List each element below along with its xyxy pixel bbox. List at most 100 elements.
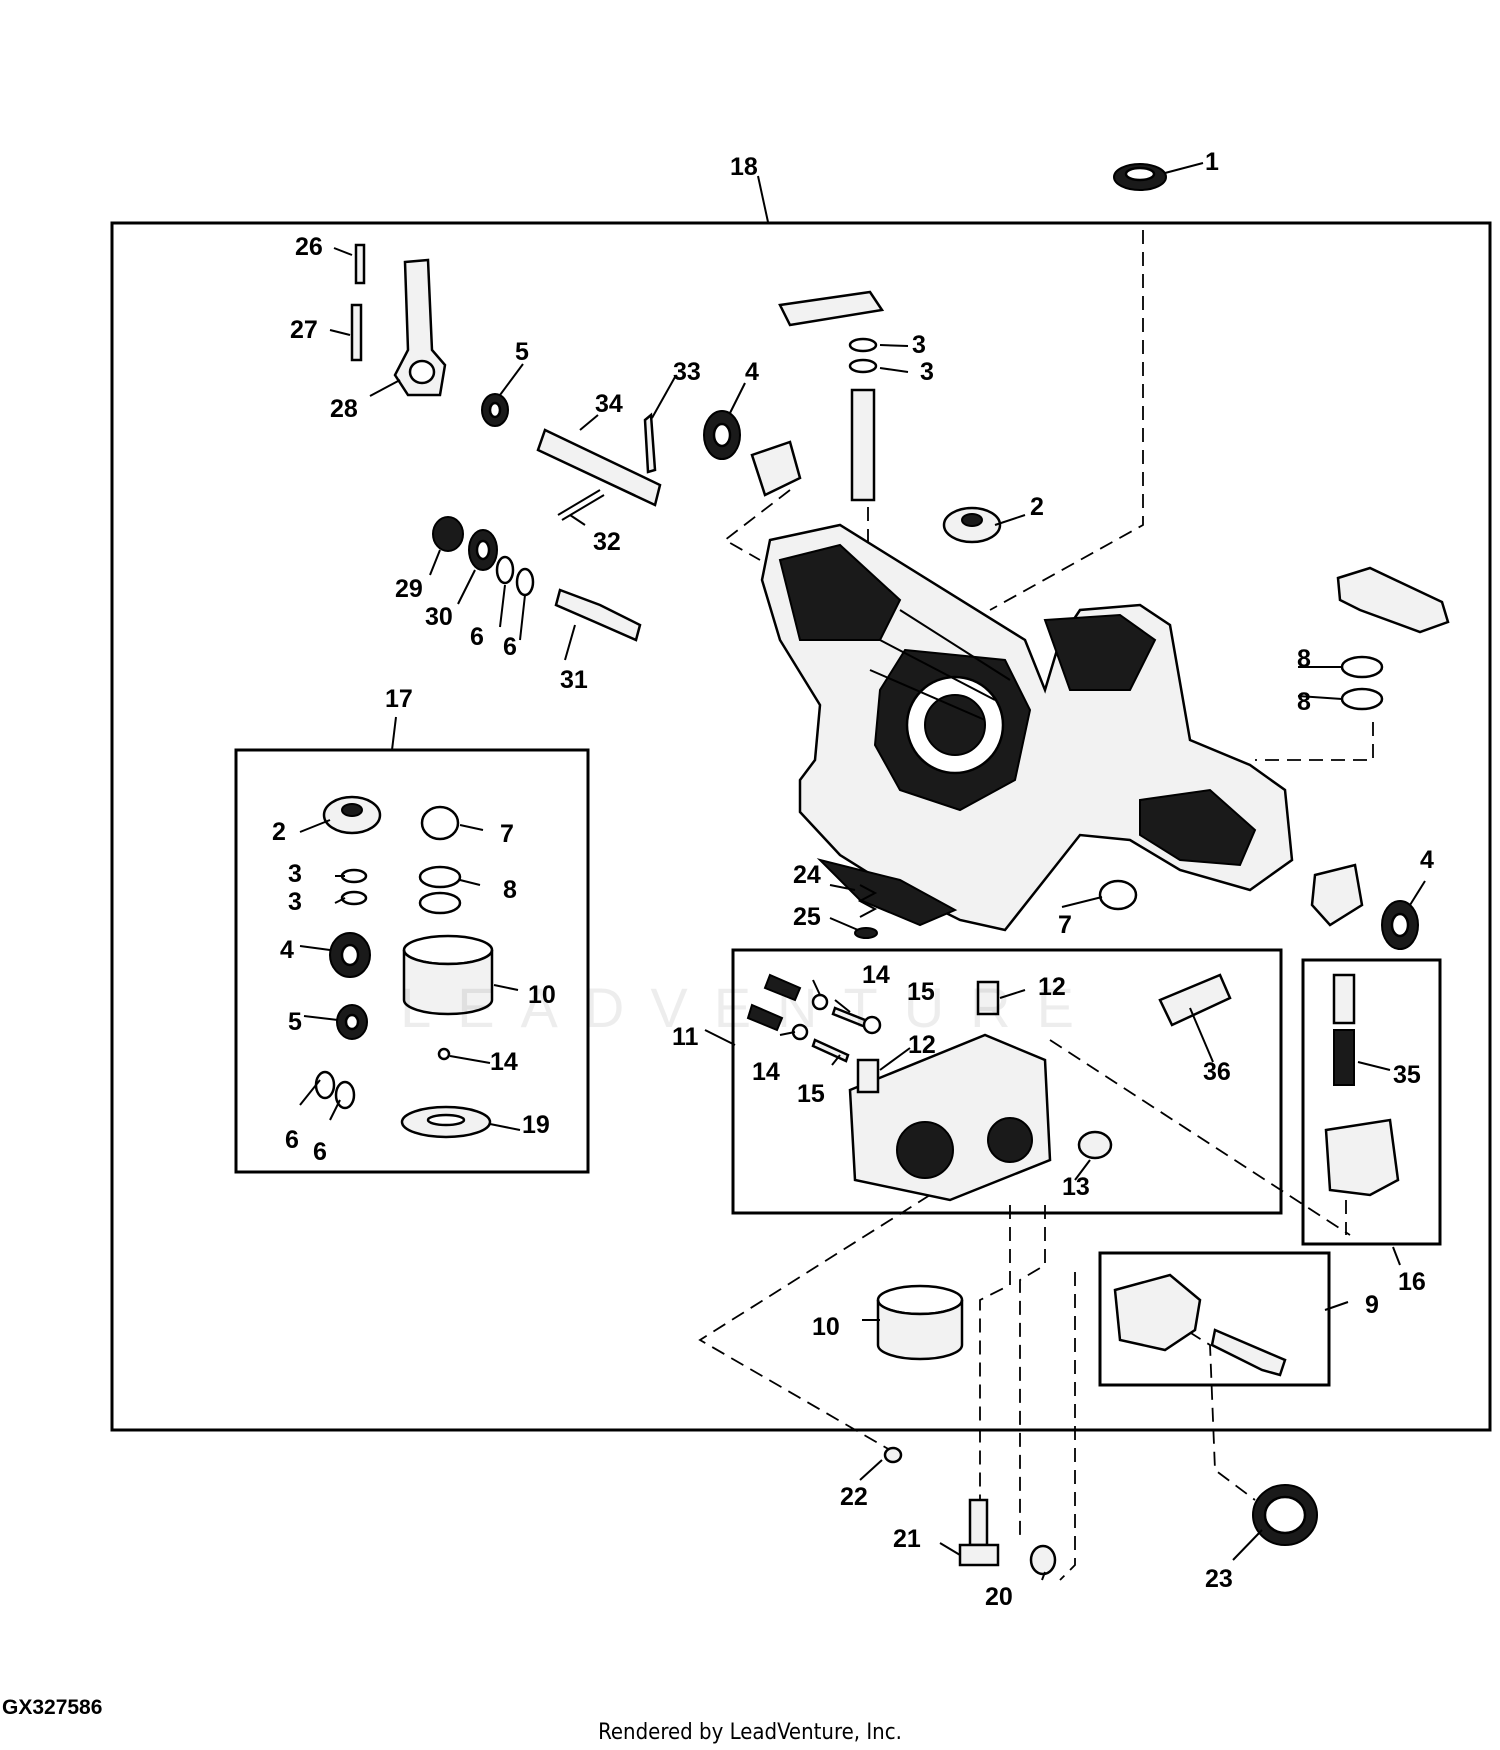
o-ring-8-kit — [418, 865, 462, 915]
callout-4-kit: 4 — [280, 936, 294, 964]
kit-17-box — [234, 748, 590, 1174]
callout-14-a: 14 — [862, 961, 890, 989]
seal-5 — [481, 393, 509, 427]
assembly-16-box — [1301, 958, 1442, 1246]
bushing-small-3 — [848, 337, 878, 374]
ring-10-kit — [402, 934, 494, 1016]
o-ring-8 — [1340, 655, 1384, 711]
callout-18: 18 — [730, 153, 758, 181]
callout-26: 26 — [295, 233, 323, 261]
callout-24: 24 — [793, 861, 821, 889]
shaft-34 — [536, 428, 662, 507]
callout-11: 11 — [672, 1023, 699, 1051]
valve-35 — [1332, 973, 1356, 1086]
callout-8-a: 8 — [1297, 645, 1311, 673]
callout-29: 29 — [395, 575, 423, 603]
callout-6-kit-b: 6 — [313, 1138, 327, 1166]
callout-31: 31 — [560, 666, 588, 694]
bushing-small-3-kit — [340, 868, 368, 906]
seal-5-kit — [336, 1004, 368, 1040]
ring-6 — [495, 555, 535, 597]
callout-6-b: 6 — [503, 633, 517, 661]
washer-30 — [468, 529, 498, 571]
pin-12 — [856, 980, 1000, 1094]
callout-32: 32 — [593, 528, 621, 556]
seal-4-kit — [329, 932, 371, 978]
thrust-washer-2-kit — [322, 795, 382, 835]
check-ball-14-kit — [437, 1047, 451, 1061]
callout-10: 10 — [812, 1313, 840, 1341]
bearing-top — [750, 440, 802, 497]
callout-35: 35 — [1393, 1061, 1421, 1089]
callout-12-b: 12 — [908, 1031, 936, 1059]
callout-6-kit-a: 6 — [285, 1126, 299, 1154]
seat-25 — [854, 927, 878, 939]
callout-labels: 1 18 2 2 3 3 3 3 4 4 4 5 5 6 6 6 6 7 7 8… — [272, 148, 1434, 1611]
shaft-31 — [554, 588, 642, 642]
callout-9: 9 — [1365, 1291, 1379, 1319]
assembly-9-box — [1098, 1251, 1331, 1387]
spring-14 — [746, 973, 802, 1032]
callout-36: 36 — [1203, 1058, 1231, 1086]
callout-27: 27 — [290, 316, 318, 344]
callout-15-a: 15 — [907, 978, 935, 1006]
callout-4-top: 4 — [745, 358, 759, 386]
callout-16: 16 — [1398, 1268, 1426, 1296]
seal-4-top — [703, 410, 741, 460]
callout-7: 7 — [1058, 911, 1072, 939]
callout-3-kit-b: 3 — [288, 888, 302, 916]
callout-5: 5 — [515, 338, 529, 366]
spring-32 — [557, 489, 605, 521]
pin-27 — [350, 303, 363, 362]
shaft-vertical — [850, 388, 876, 502]
seal-4-right — [1381, 900, 1419, 950]
callout-6-a: 6 — [470, 623, 484, 651]
spring-24 — [857, 884, 878, 918]
callout-23: 23 — [1205, 1565, 1233, 1593]
callout-28: 28 — [330, 395, 358, 423]
ring-6-kit — [314, 1070, 356, 1110]
callout-22: 22 — [840, 1483, 868, 1511]
o-ring-7 — [1098, 879, 1138, 911]
valve-36 — [1158, 973, 1232, 1027]
callout-10-kit: 10 — [528, 981, 556, 1009]
callout-8-b: 8 — [1297, 688, 1311, 716]
thrust-washer-2 — [942, 506, 1002, 544]
callout-7-kit: 7 — [500, 820, 514, 848]
plug-22 — [883, 1446, 903, 1464]
callout-3-b: 3 — [920, 358, 934, 386]
ring-10 — [876, 1284, 964, 1361]
leader-lines — [299, 162, 1426, 1581]
callout-34: 34 — [595, 390, 623, 418]
pump-block-9 — [1113, 1273, 1287, 1377]
callout-2-kit: 2 — [272, 818, 286, 846]
callout-3-kit-a: 3 — [288, 860, 302, 888]
callout-8-kit: 8 — [503, 876, 517, 904]
nut-29 — [432, 516, 464, 552]
assembly-11-box — [731, 948, 1283, 1215]
callout-33: 33 — [673, 358, 701, 386]
o-ring-7-kit — [420, 805, 460, 841]
bolt-21 — [958, 1498, 1000, 1567]
callout-5-kit: 5 — [288, 1008, 302, 1036]
callout-15-b: 15 — [797, 1080, 825, 1108]
callout-3-a: 3 — [912, 331, 926, 359]
callout-17: 17 — [385, 685, 413, 713]
assembly-18-frame — [110, 221, 1492, 1432]
pin-33 — [643, 412, 657, 474]
washer-19 — [400, 1105, 492, 1139]
drain-plug-1 — [1113, 163, 1167, 191]
callout-21: 21 — [893, 1525, 921, 1553]
transaxle-housing — [760, 523, 1294, 932]
callout-25: 25 — [793, 903, 821, 931]
callout-20: 20 — [985, 1583, 1013, 1611]
seal-23 — [1252, 1484, 1318, 1546]
pump-block-16 — [1324, 1118, 1400, 1197]
washer-20 — [1029, 1544, 1057, 1576]
callout-30: 30 — [425, 603, 453, 631]
valve-13 — [1077, 1130, 1113, 1160]
callout-14-b: 14 — [752, 1058, 780, 1086]
render-credit: Rendered by LeadVenture, Inc. — [598, 1720, 902, 1745]
callout-19: 19 — [522, 1111, 550, 1139]
